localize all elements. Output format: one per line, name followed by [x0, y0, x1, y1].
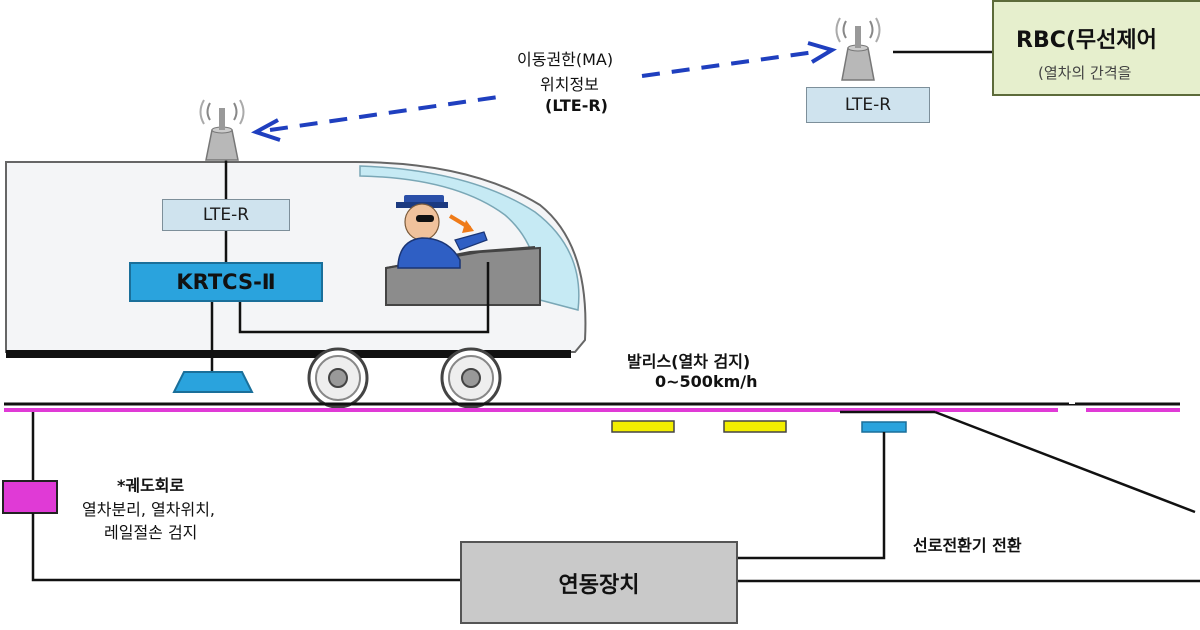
- track-circuit-line2: 레일절손 검지: [104, 523, 198, 542]
- switch-machine-icon: [861, 421, 907, 433]
- balise-icon: [611, 420, 675, 433]
- wheel-icon-2: [440, 347, 502, 409]
- krtcs-box: KRTCS-Ⅱ: [129, 262, 323, 302]
- antenna-icon: [199, 99, 245, 161]
- interlocking-box: 연동장치: [460, 541, 738, 624]
- track-circuit-wire-lower: [31, 513, 460, 582]
- lte-r-train-box: LTE-R: [162, 199, 290, 231]
- lte-r-ground-box: LTE-R: [806, 87, 930, 123]
- rbc-title: RBC(무선제어: [1016, 28, 1157, 53]
- balise-label-line2: 0~500km/h: [655, 372, 758, 391]
- diverging-track-slope: [934, 410, 1196, 514]
- track-circuit-icon: [2, 480, 58, 514]
- switch-wire: [738, 432, 886, 560]
- balise-label-line1: 발리스(열차 검지): [627, 352, 751, 371]
- track-circuit-line1: 열차분리, 열차위치,: [82, 500, 216, 519]
- balise-antenna-icon: [172, 371, 254, 393]
- ma-label-line1: 이동권한(MA): [517, 50, 614, 69]
- antenna-icon-ground: [835, 17, 881, 81]
- wheel-icon: [307, 347, 369, 409]
- rbc-subtitle: (열차의 간격을: [1038, 64, 1132, 82]
- driver-icon: [396, 195, 488, 269]
- radio-link-arrow: [251, 41, 837, 142]
- ma-label-line3: (LTE-R): [545, 96, 608, 115]
- track-circuit-title: *궤도회로: [117, 476, 185, 495]
- rbc-box: RBC(무선제어 (열차의 간격을: [992, 0, 1200, 96]
- train-wiring: [210, 160, 490, 372]
- train-underframe: [6, 350, 571, 358]
- switch-label: 선로전환기 전환: [913, 536, 1022, 555]
- balise-icon-2: [723, 420, 787, 433]
- ma-label-line2: 위치정보: [540, 75, 599, 94]
- train-windshield: [359, 165, 580, 311]
